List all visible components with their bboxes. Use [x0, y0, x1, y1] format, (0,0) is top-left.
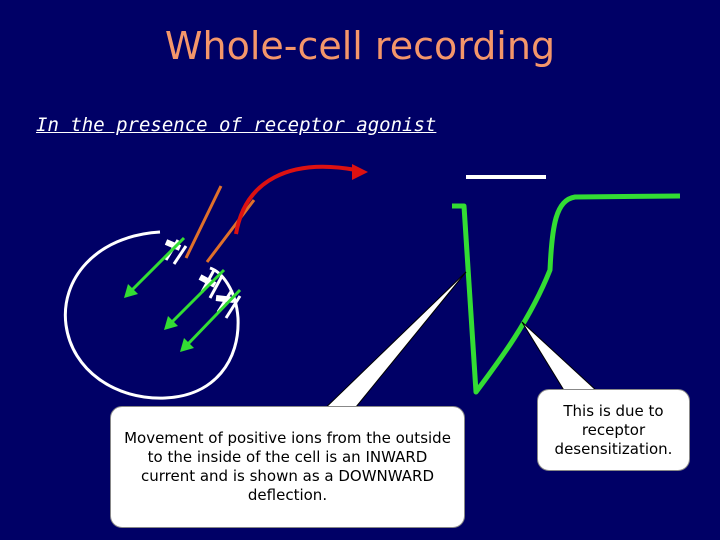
inward-current-text: Movement of positive ions from the outsi…	[121, 429, 454, 505]
ion-flow-arrow-3	[180, 290, 240, 352]
ion-flow-arrow-2	[164, 270, 224, 330]
ion-flow-arrow-1	[124, 238, 184, 298]
desensitization-text: This is due to receptor desensitization.	[544, 402, 683, 459]
callout-pointer-left	[315, 272, 466, 418]
agonist-arrowhead	[352, 164, 368, 180]
inward-current-callout: Movement of positive ions from the outsi…	[110, 406, 465, 528]
pipette-right-wall	[207, 200, 254, 262]
desensitization-callout: This is due to receptor desensitization.	[537, 389, 690, 471]
pipette-left-wall	[186, 186, 221, 258]
callout-pointer-right	[522, 322, 598, 392]
